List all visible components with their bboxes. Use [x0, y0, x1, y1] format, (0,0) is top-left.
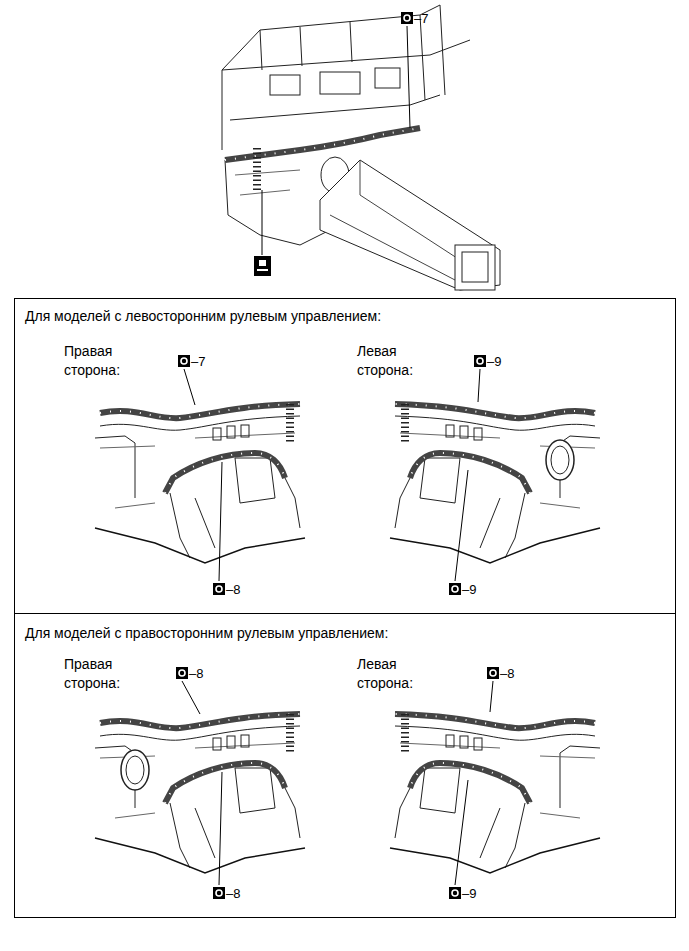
side-label: Левая сторона:: [357, 655, 429, 693]
callout-number: –8: [226, 580, 240, 599]
side-label: Левая сторона:: [357, 342, 429, 380]
callout-number: –7: [414, 9, 428, 28]
section-panel: Для моделей с правосторонним рулевым упр…: [14, 613, 676, 918]
section-panel: Для моделей с левосторонним рулевым упра…: [14, 298, 676, 614]
callout-number: –9: [462, 580, 476, 599]
callout-number: –7: [191, 352, 205, 371]
side-label: Правая сторона:: [64, 655, 136, 693]
callout-number: –8: [189, 664, 203, 683]
callout-number: –8: [226, 884, 240, 903]
callout-number: –8: [500, 664, 514, 683]
callout-number: –9: [487, 352, 501, 371]
side-label: Правая сторона:: [64, 342, 136, 380]
section-heading: Для моделей с левосторонним рулевым упра…: [25, 307, 665, 325]
callout-number: –9: [462, 884, 476, 903]
section-heading: Для моделей с правосторонним рулевым упр…: [25, 624, 665, 642]
